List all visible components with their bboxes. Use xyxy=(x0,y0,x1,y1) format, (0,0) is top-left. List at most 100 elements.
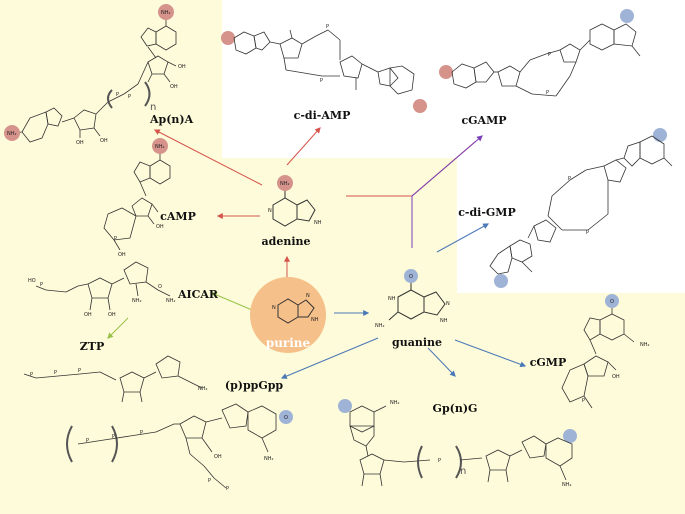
cdigmp-label: c-di-GMP xyxy=(458,206,516,219)
ppgpp-atom-oh: OH xyxy=(214,454,222,460)
ppgpp-label: (p)ppGpp xyxy=(225,379,284,392)
aicar-atom-oh1: OH xyxy=(84,312,92,318)
cdiamp-left-highlight xyxy=(221,31,235,45)
guanine-atom-h2n: NH₂ xyxy=(375,323,385,329)
cdigmp-atom-p2: P xyxy=(586,230,589,236)
ztp-label: ZTP xyxy=(80,340,105,353)
apna-atom-oh1: OH xyxy=(178,64,186,70)
camp-structure: NH₂ P OH OH cAMP xyxy=(103,138,196,258)
aicar-label: AICAR xyxy=(177,288,219,301)
ppgpp-structure: O P P P P P NH₂ OH (p)ppGpp xyxy=(66,379,293,492)
apna-atom-oh2: OH xyxy=(170,84,178,90)
ppgpp-o-highlight xyxy=(279,410,293,424)
arrow-guanine-to-gpng xyxy=(427,347,456,377)
purine-label: purine xyxy=(266,336,311,350)
purine-atom-n7: N xyxy=(306,293,310,299)
ztp-atom-nh2: NH₂ xyxy=(198,386,208,392)
gpng-label: Gp(n)G xyxy=(433,402,478,415)
ppgpp-atom-p2: P xyxy=(112,434,115,440)
gpng-atom-nh2-left: NH₂ xyxy=(390,400,400,406)
aicar-atom-oh2: OH xyxy=(108,312,116,318)
camp-atom-oh2: OH xyxy=(118,252,126,258)
apna-bottom-nh2-highlight xyxy=(4,125,20,141)
gpng-right-highlight xyxy=(563,429,577,443)
gpng-atom-p: P xyxy=(438,458,441,464)
apna-subscript-n: n xyxy=(150,102,156,113)
ztp-structure: P P P NH₂ ZTP xyxy=(23,340,208,403)
guanine-atom-n: N xyxy=(446,301,450,307)
aicar-atom-ho: HO xyxy=(28,278,36,284)
arrow-adenine-to-apna xyxy=(153,129,263,186)
apna-top-nh2-highlight xyxy=(158,4,174,20)
yellow-panel-bottom-right xyxy=(457,293,685,514)
apna-label: Ap(n)A xyxy=(149,113,194,126)
cdigmp-atom-p1: P xyxy=(568,176,571,182)
cgamp-right-highlight xyxy=(620,9,634,23)
gpng-subscript-n: n xyxy=(460,466,466,477)
ppgpp-atom-p4: P xyxy=(208,478,211,484)
cgmp-atom-oh: OH xyxy=(612,374,620,380)
cdiamp-atom-p2: P xyxy=(320,78,323,84)
apna-left-paren xyxy=(107,89,113,109)
cdigmp-structure: P P c-di-GMP xyxy=(458,128,673,288)
apna-atom-oh4: OH xyxy=(100,138,108,144)
purine-atom-n1: N xyxy=(272,305,276,311)
cgamp-atom-p1: P xyxy=(548,52,551,58)
ppgpp-atom-p5: P xyxy=(226,486,229,492)
ppgpp-o-text: O xyxy=(284,415,288,421)
aicar-atom-nh2: NH₂ xyxy=(166,298,176,304)
cgamp-structure: P P cGAMP xyxy=(439,9,641,127)
arrow-guanine-to-ppgpp xyxy=(280,337,379,379)
camp-atom-p: P xyxy=(114,236,117,242)
apna-structure: NH₂ P P n NH₂ OH O xyxy=(4,4,194,146)
apna-atom-p1: P xyxy=(116,92,119,98)
ztp-atom-p2: P xyxy=(54,370,57,376)
purine-node: N N NH purine xyxy=(250,277,326,353)
adenine-atom-nh: NH xyxy=(314,220,322,226)
guanine-o-text: O xyxy=(409,274,413,280)
apna-bottom-nh2: NH₂ xyxy=(7,131,17,137)
ppgpp-atom-p1: P xyxy=(86,438,89,444)
guanine-o-highlight xyxy=(404,269,418,283)
cdiamp-label: c-di-AMP xyxy=(294,109,351,122)
purine-circle xyxy=(250,277,326,353)
arrow-purine-to-aicar xyxy=(210,292,253,311)
arrow-guanine-to-cdigmp xyxy=(436,223,490,253)
ztp-atom-p1: P xyxy=(30,372,33,378)
apna-top-nh2: NH₂ xyxy=(161,10,171,16)
arrow-aicar-to-ztp xyxy=(107,317,129,339)
adenine-nh2-text: NH₂ xyxy=(280,181,290,187)
apna-right-paren xyxy=(144,81,151,107)
camp-atom-oh: OH xyxy=(156,224,164,230)
cgamp-left-highlight xyxy=(439,65,453,79)
adenine-atom-n: N xyxy=(268,208,272,214)
cgamp-label: cGAMP xyxy=(461,114,506,127)
cdigmp-bottom-highlight xyxy=(494,274,508,288)
cdiamp-structure: P P c-di-AMP xyxy=(221,24,427,122)
aicar-atom-o: O xyxy=(158,284,162,290)
guanine-atom-hn: NH xyxy=(388,296,396,302)
gpng-structure: P n NH₂ NH₂ Gp(n)G xyxy=(338,399,577,488)
ztp-atom-p3: P xyxy=(78,368,81,374)
apna-atom-oh3: OH xyxy=(76,140,84,146)
cgmp-o-highlight xyxy=(605,294,619,308)
cdiamp-atom-p1: P xyxy=(326,24,329,30)
yellow-panel-left xyxy=(0,0,222,514)
gpng-atom-nh2-right: NH₂ xyxy=(562,482,572,488)
arrow-guanine-to-cgmp xyxy=(454,339,527,368)
purine-atom-nh: NH xyxy=(311,317,319,323)
camp-nh2-highlight xyxy=(152,138,168,154)
cgmp-atom-p: P xyxy=(582,398,585,404)
guanine-atom-nh: NH xyxy=(440,318,448,324)
ppgpp-atom-p3: P xyxy=(140,430,143,436)
camp-label: cAMP xyxy=(160,210,196,223)
arrow-guanine-to-cgamp xyxy=(411,135,483,248)
guanine-structure: O NH NH₂ N NH guanine xyxy=(375,269,450,349)
aicar-structure: HO P O NH₂ NH₂ OH OH AICAR xyxy=(28,261,219,318)
adenine-structure: NH₂ N NH adenine xyxy=(262,175,322,248)
cgamp-atom-p2: P xyxy=(546,90,549,96)
cgmp-structure: O NH₂ P OH cGMP xyxy=(530,294,650,409)
